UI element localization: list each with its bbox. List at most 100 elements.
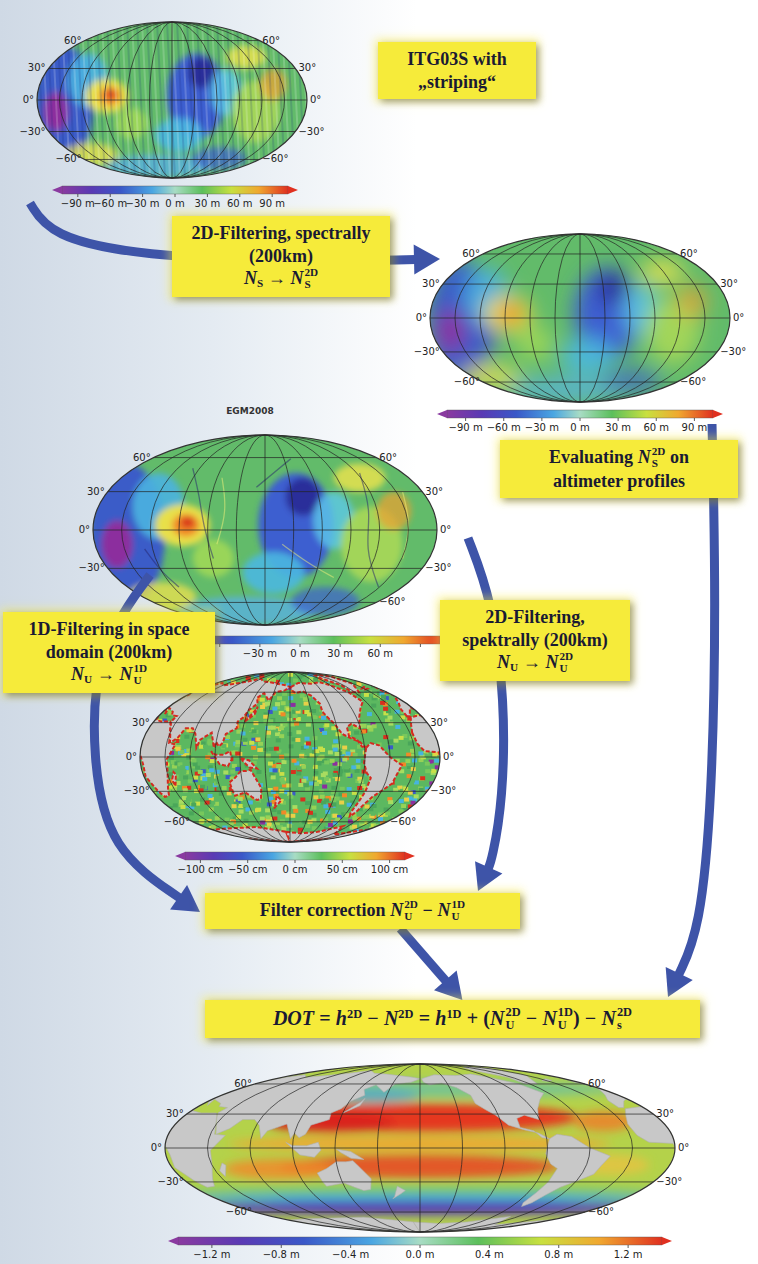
land-mass: [542, 1079, 551, 1082]
noise-cell: [152, 802, 157, 806]
noise-cell: [208, 794, 213, 798]
noise-cell: [194, 838, 199, 842]
noise-cell: [271, 726, 276, 730]
box-text: on: [670, 447, 689, 467]
field-blob: [438, 310, 465, 352]
scale-label: −60 m: [487, 422, 521, 434]
noise-cell: [371, 675, 376, 679]
parallel: [93, 530, 437, 531]
noise-cell: [189, 811, 194, 815]
latitude-label: −60°: [262, 153, 288, 165]
noise-cell: [318, 755, 323, 759]
noise-cell: [152, 833, 157, 837]
parallel: [255, 1083, 585, 1084]
noise-cell: [276, 764, 281, 768]
noise-cell: [151, 795, 156, 799]
noise-cell: [173, 803, 178, 807]
text-line: 2D-Filtering, spektrally (200km): [450, 606, 620, 651]
noise-cell: [149, 698, 154, 702]
noise-cell: [181, 770, 186, 774]
noise-cell: [370, 832, 375, 836]
noise-cell: [404, 686, 409, 690]
ramp-tick: [541, 418, 542, 421]
noise-cell: [383, 677, 388, 681]
noise-cell: [330, 759, 335, 763]
colour-ramp: [185, 852, 405, 860]
land-mass: [274, 796, 281, 809]
noise-cell: [346, 773, 351, 777]
noise-cell: [332, 773, 337, 777]
noise-cell: [224, 840, 229, 844]
noise-cell: [420, 827, 425, 831]
script-stack: 2DU: [505, 1006, 520, 1032]
noise-cell: [408, 834, 413, 838]
ramp-tick: [465, 418, 466, 421]
noise-cell: [431, 830, 436, 834]
noise-cell: [143, 805, 148, 809]
noise-cell: [151, 832, 156, 836]
scale-label: −100 cm: [177, 864, 223, 876]
noise-cell: [411, 673, 416, 677]
land-mass: [541, 758, 554, 768]
noise-cell: [434, 802, 439, 806]
noise-cell: [235, 767, 240, 771]
latitude-label: −30°: [19, 126, 45, 138]
noise-cell: [420, 776, 425, 780]
box-text: N: [384, 1007, 398, 1029]
noise-cell: [434, 800, 439, 804]
subscript: U: [559, 663, 573, 675]
noise-cell: [391, 837, 396, 841]
ramp-end: [288, 186, 298, 194]
ramp-tick: [503, 418, 504, 421]
noise-cell: [437, 779, 442, 783]
latitude-label: 30°: [28, 62, 46, 74]
subscript: S: [652, 458, 666, 470]
scale-label: 0.0 m: [406, 1249, 435, 1261]
noise-cell: [150, 806, 155, 810]
noise-cell: [154, 832, 159, 836]
noise-cell: [304, 783, 309, 787]
scale-label: 90 m: [259, 198, 285, 210]
parallel: [85, 40, 260, 41]
noise-cell: [277, 696, 282, 700]
field-blob: [678, 284, 708, 318]
noise-cell: [165, 696, 170, 700]
graticule: [140, 672, 440, 842]
box-text: altimeter profiles: [553, 471, 685, 491]
noise-cell: [357, 677, 362, 681]
box-text: N: [490, 1007, 504, 1029]
latitude-label: 0°: [440, 524, 451, 536]
latitude-label: −30°: [158, 1176, 184, 1188]
noise-cell: [410, 702, 415, 706]
noise-cell: [159, 842, 164, 846]
noise-cell: [202, 777, 207, 781]
noise-cell: [322, 731, 327, 735]
arrow-head: [475, 861, 502, 891]
noise-cell: [149, 797, 154, 801]
ramp-tick: [259, 644, 260, 647]
latitude-label: −30°: [298, 126, 324, 138]
process-arrow: [666, 424, 715, 997]
latitude-label: 60°: [133, 452, 151, 464]
field-blob: [334, 464, 386, 493]
noise-cell: [169, 697, 174, 701]
field-blob: [172, 514, 200, 537]
subscript: U: [505, 1019, 520, 1032]
noise-cell: [313, 771, 318, 775]
noise-cell: [437, 801, 442, 805]
noise-cell: [401, 804, 406, 808]
noise-cell: [430, 711, 435, 715]
process-box: ITG03S with „striping“: [378, 42, 536, 99]
noise-cell: [193, 762, 198, 766]
noise-cell: [398, 687, 403, 691]
latitude-label: 30°: [87, 486, 105, 498]
noise-cell: [435, 822, 440, 826]
noise-cell: [291, 703, 296, 707]
noise-cell: [414, 794, 419, 798]
land-mass: [286, 1142, 321, 1157]
latitude-label: −60°: [680, 376, 706, 388]
box-text: (: [483, 1007, 490, 1029]
parallel: [255, 1212, 585, 1213]
latitude-label: −30°: [425, 562, 451, 574]
noise-cell: [235, 752, 240, 756]
